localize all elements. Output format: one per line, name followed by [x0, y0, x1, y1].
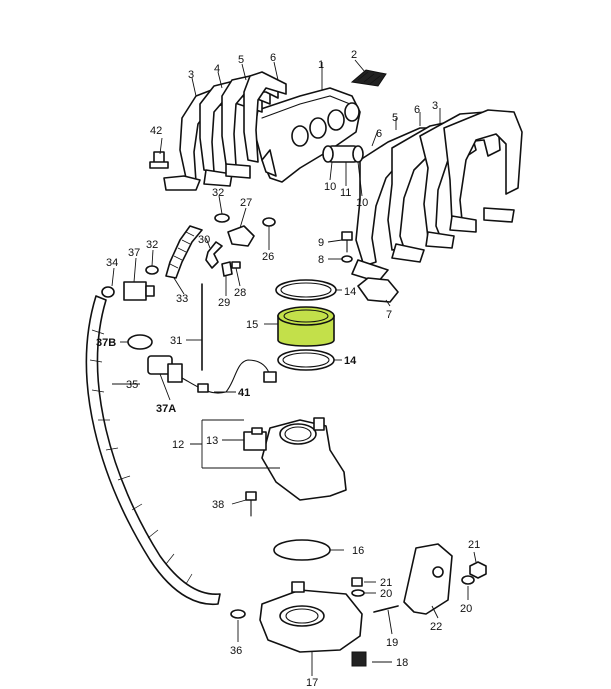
part-7-flange[interactable] — [357, 277, 399, 303]
part-26-washer[interactable] — [262, 217, 276, 227]
callout-28: 28 — [234, 287, 246, 299]
callout-22: 22 — [430, 621, 442, 633]
callout-6-mid: 6 — [376, 128, 382, 140]
callout-5-right: 5 — [392, 112, 398, 124]
part-13-sensor[interactable] — [243, 427, 267, 451]
part-8-washer[interactable] — [341, 255, 353, 263]
callout-3-right: 3 — [432, 100, 438, 112]
part-37-valve[interactable] — [101, 281, 155, 301]
callout-32-lower: 32 — [146, 239, 158, 251]
callout-27: 27 — [240, 197, 252, 209]
callout-14-upper: 14 — [344, 286, 356, 298]
callout-12: 12 — [172, 439, 184, 451]
part-28-screw[interactable] — [231, 261, 241, 269]
callout-9: 9 — [318, 237, 324, 249]
part-32-clamp-lower[interactable] — [145, 265, 159, 275]
part-20-washer[interactable] — [351, 589, 365, 597]
part-30-hose[interactable] — [205, 241, 223, 269]
part-12-throttle-body[interactable] — [261, 417, 347, 501]
callout-37a: 37A — [156, 403, 176, 415]
callout-2: 2 — [351, 49, 357, 61]
callout-31: 31 — [170, 335, 182, 347]
callout-15: 15 — [246, 319, 258, 331]
callout-1: 1 — [318, 59, 324, 71]
callout-13: 13 — [206, 435, 218, 447]
part-17-housing[interactable] — [259, 581, 363, 653]
part-42-sensor[interactable] — [149, 151, 169, 169]
callout-41: 41 — [238, 387, 250, 399]
part-41-wire-harness[interactable] — [181, 359, 271, 394]
part-20-washer-right[interactable] — [461, 575, 475, 585]
callout-11: 11 — [340, 187, 351, 199]
callout-10-right: 10 — [356, 197, 368, 209]
part-18-valve[interactable] — [351, 651, 367, 667]
part-15-boot[interactable] — [277, 306, 335, 347]
callout-16: 16 — [352, 545, 364, 557]
callout-14-lower: 14 — [344, 355, 357, 367]
part-27-bracket[interactable] — [227, 225, 255, 247]
callout-36: 36 — [230, 645, 242, 657]
part-11-coupler[interactable] — [322, 145, 364, 163]
part-14-clamp-lower[interactable] — [277, 349, 335, 371]
callout-19: 19 — [386, 637, 398, 649]
leader-lines — [111, 59, 477, 676]
callout-17: 17 — [306, 677, 318, 689]
callout-18: 18 — [396, 657, 408, 669]
callout-38: 38 — [212, 499, 224, 511]
part-21-nut-right[interactable] — [469, 561, 487, 579]
callout-34: 34 — [106, 257, 118, 269]
callout-21-left: 21 — [380, 577, 392, 589]
part-29-fitting[interactable] — [221, 261, 233, 277]
part-19-stud[interactable] — [373, 605, 399, 613]
part-33-hose[interactable] — [165, 225, 203, 279]
part-37a-solenoid[interactable] — [147, 355, 183, 383]
callout-3-left: 3 — [188, 69, 194, 81]
callout-21-right: 21 — [468, 539, 480, 551]
callout-10-left: 10 — [324, 181, 336, 193]
callout-32-upper: 32 — [212, 187, 224, 199]
part-38-bolt[interactable] — [245, 491, 257, 517]
part-32-clamp[interactable] — [214, 213, 230, 223]
callout-35: 35 — [126, 379, 138, 391]
callout-30: 30 — [198, 234, 210, 246]
part-22-bracket[interactable] — [403, 543, 453, 615]
part-16-gasket[interactable] — [273, 539, 331, 561]
part-35-long-hose[interactable] — [85, 295, 221, 606]
callout-5-left: 5 — [238, 54, 244, 66]
intake-plenum[interactable] — [253, 87, 361, 183]
part-37b-clip[interactable] — [127, 334, 153, 350]
part-21-nut[interactable] — [351, 577, 363, 587]
part-14-clamp-upper[interactable] — [275, 279, 337, 301]
part-9-bolt[interactable] — [341, 231, 353, 253]
callout-29: 29 — [218, 297, 230, 309]
callout-6-right: 6 — [414, 104, 420, 116]
callout-7: 7 — [386, 309, 392, 321]
callout-42: 42 — [150, 125, 162, 137]
callout-6-left: 6 — [270, 52, 276, 64]
callout-numbers: 3 4 5 6 1 2 3 6 5 6 42 10 11 10 9 8 7 14… — [96, 49, 480, 689]
callout-20-right: 20 — [460, 603, 472, 615]
callout-8: 8 — [318, 254, 324, 266]
callout-37b: 37B — [96, 337, 116, 349]
callout-4: 4 — [214, 63, 220, 75]
callout-33: 33 — [176, 293, 188, 305]
callout-26: 26 — [262, 251, 274, 263]
callout-20-left: 20 — [380, 588, 392, 600]
part-36-clamp[interactable] — [230, 609, 246, 619]
callout-37: 37 — [128, 247, 140, 259]
